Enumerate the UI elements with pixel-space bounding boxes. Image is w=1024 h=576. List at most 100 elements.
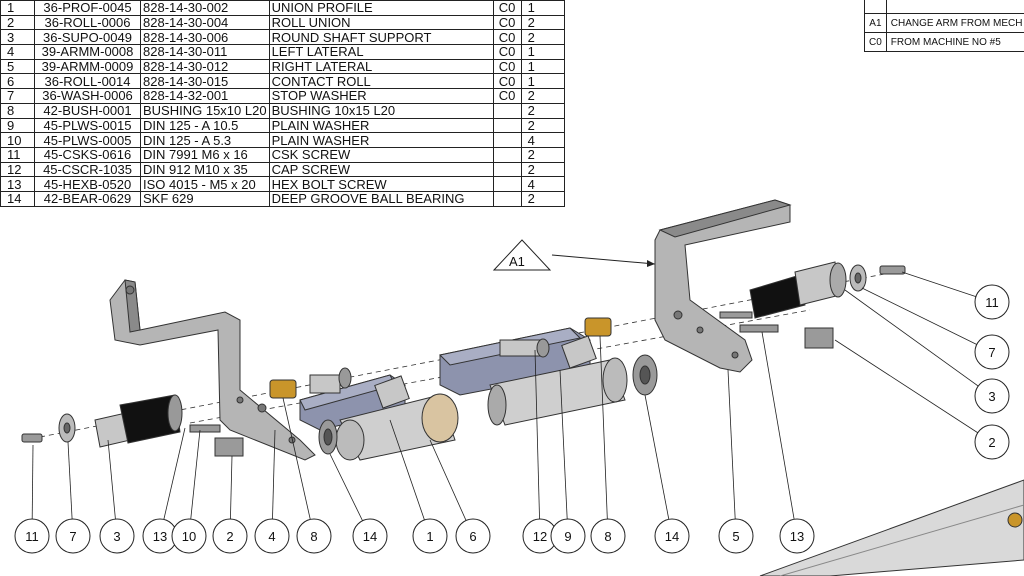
callout-leader-line bbox=[282, 397, 315, 537]
callout-leader-line bbox=[599, 335, 609, 537]
bom-quantity: 2 bbox=[520, 14, 565, 31]
callout-circle bbox=[550, 518, 586, 554]
callout-balloon: 4 bbox=[254, 518, 290, 554]
bom-part-number: 42-BUSH-0001 bbox=[34, 102, 141, 119]
bom-part-number: 45-CSKS-0616 bbox=[34, 146, 141, 163]
bom-description: RIGHT LATERAL bbox=[268, 58, 494, 75]
left-lateral-arm bbox=[109, 279, 316, 461]
callout-balloon: 10 bbox=[171, 518, 207, 554]
bom-revision: C0 bbox=[492, 44, 522, 60]
callout-circle bbox=[254, 518, 290, 554]
callout-circle bbox=[974, 334, 1010, 370]
callout-number: 7 bbox=[988, 345, 995, 360]
callout-number: 3 bbox=[113, 529, 120, 544]
bom-item-number: 6 bbox=[0, 73, 35, 90]
bom-part-number: 36-SUPO-0049 bbox=[34, 29, 141, 46]
bom-quantity: 2 bbox=[520, 102, 565, 119]
bom-part-number: 36-WASH-0006 bbox=[34, 88, 141, 104]
round-shaft-support bbox=[309, 335, 597, 409]
callout-circle bbox=[212, 518, 248, 554]
callout-leader-line bbox=[559, 369, 569, 537]
left-roll-assembly bbox=[94, 394, 183, 448]
bom-part-number: 39-ARMM-0009 bbox=[34, 58, 141, 75]
right-lateral-arm bbox=[654, 199, 792, 373]
bom-part-number: 45-HEXB-0520 bbox=[34, 176, 141, 192]
callout-number: 11 bbox=[25, 529, 39, 544]
callout-number: 8 bbox=[310, 529, 317, 544]
bom-quantity: 2 bbox=[520, 190, 565, 207]
callout-balloon: 14 bbox=[352, 518, 388, 554]
callout-number: 7 bbox=[69, 529, 76, 544]
callout-number: 3 bbox=[988, 389, 995, 404]
callout-circle bbox=[55, 518, 91, 554]
callout-number: 1 bbox=[426, 529, 433, 544]
revision-row: C0 FROM MACHINE NO #5 bbox=[864, 32, 1024, 52]
callout-balloon: 13 bbox=[779, 518, 815, 554]
callout-number: 2 bbox=[988, 435, 995, 450]
callout-circle bbox=[99, 518, 135, 554]
revision-flag: A1 bbox=[492, 239, 656, 271]
callout-leader-line bbox=[271, 429, 276, 537]
bom-part-number: 45-CSCR-1035 bbox=[34, 161, 141, 178]
bom-revision: C0 bbox=[492, 14, 522, 31]
callout-number: 11 bbox=[985, 295, 999, 310]
callout-leader-line bbox=[159, 427, 186, 537]
bom-reference: BUSHING 15x10 L20 bbox=[140, 102, 270, 119]
bom-description: BUSHING 10x15 L20 bbox=[268, 102, 494, 119]
callout-balloon: 12 bbox=[522, 518, 558, 554]
bom-description: LEFT LATERAL bbox=[268, 44, 494, 60]
callout-circle bbox=[590, 518, 626, 554]
bom-reference: 828-14-30-004 bbox=[140, 14, 270, 31]
bom-revision: C0 bbox=[492, 73, 522, 90]
callout-balloon: 7 bbox=[974, 334, 1010, 370]
revision-desc: FROM MACHINE NO #5 bbox=[885, 32, 1024, 52]
callout-number: 14 bbox=[665, 529, 679, 544]
callout-number: 5 bbox=[732, 529, 739, 544]
bom-description: CONTACT ROLL bbox=[268, 73, 494, 90]
callout-number: 4 bbox=[268, 529, 275, 544]
callout-balloon: 5 bbox=[718, 518, 754, 554]
callout-leader-line bbox=[844, 289, 993, 397]
bom-part-number: 39-ARMM-0008 bbox=[34, 44, 141, 60]
bom-quantity: 1 bbox=[520, 58, 565, 75]
contact-roll bbox=[335, 393, 459, 461]
callout-circle bbox=[779, 518, 815, 554]
callout-balloon: 11 bbox=[14, 518, 50, 554]
bom-description: ROLL UNION bbox=[268, 14, 494, 31]
bom-quantity: 2 bbox=[520, 29, 565, 46]
callout-leader-line bbox=[861, 287, 993, 353]
callout-number: 9 bbox=[564, 529, 571, 544]
bom-part-number: 36-ROLL-0006 bbox=[34, 14, 141, 31]
stop-washer bbox=[58, 264, 867, 443]
bom-part-number: 45-PLWS-0005 bbox=[34, 132, 141, 148]
callout-number: 12 bbox=[533, 529, 547, 544]
bom-item-number: 2 bbox=[0, 14, 35, 31]
callout-balloon: 3 bbox=[974, 378, 1010, 414]
bom-reference: ISO 4015 - M5 x 20 bbox=[140, 176, 270, 192]
right-roll-assembly bbox=[749, 261, 847, 319]
callout-number: 2 bbox=[226, 529, 233, 544]
callout-circle bbox=[352, 518, 388, 554]
bom-item-number: 14 bbox=[0, 190, 35, 207]
callout-circle bbox=[974, 378, 1010, 414]
callout-balloon: 13 bbox=[142, 518, 178, 554]
callout-balloon: 6 bbox=[455, 518, 491, 554]
callout-balloon: 11 bbox=[974, 284, 1010, 320]
bom-part-number: 42-BEAR-0629 bbox=[34, 190, 141, 207]
callout-leader-line bbox=[429, 439, 474, 537]
callout-leader-line bbox=[727, 369, 737, 537]
callout-balloon: 1 bbox=[412, 518, 448, 554]
callout-circle bbox=[974, 284, 1010, 320]
bom-item-number: 5 bbox=[0, 58, 35, 75]
callout-leader-line bbox=[761, 331, 798, 537]
